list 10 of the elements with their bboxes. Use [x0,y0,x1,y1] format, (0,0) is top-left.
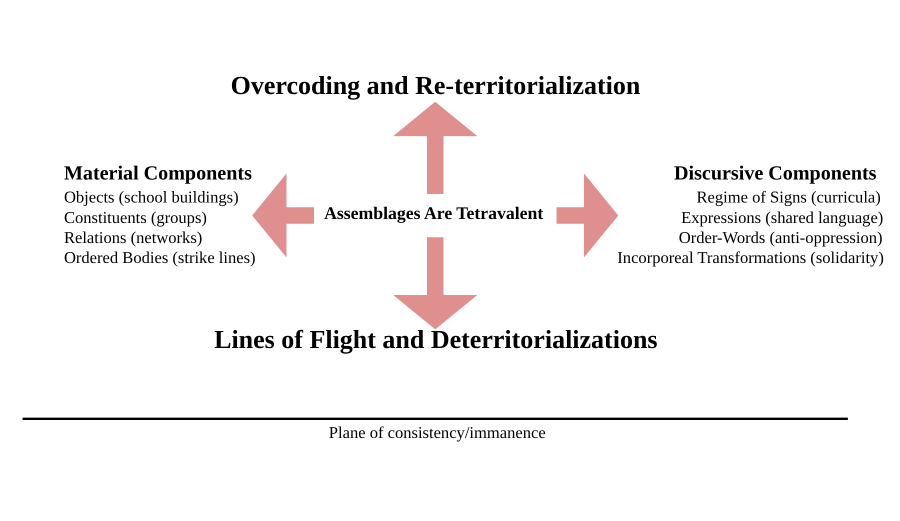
label: Plane of consistency/immanence [328,422,546,442]
node-text: Discursive Components Regime of Signs (curricula) Expressions (shared language) Order-Words (anti-oppression) Incorporeal Transformations (solidarity) [617,162,884,267]
arrow [252,172,314,258]
arrow [393,101,478,194]
node-text: Material Components Objects (school buildings) Constituents (groups) Relations (networks) Ordered Bodies (strike lines) [64,162,256,267]
arrow [556,172,618,258]
node-text: Assemblages Are Tetravalent [324,202,544,223]
node-text: Overcoding and Re-territorialization [230,70,640,100]
arrow [393,236,478,329]
node-text: Lines of Flight and Deterritorializations [214,324,658,354]
